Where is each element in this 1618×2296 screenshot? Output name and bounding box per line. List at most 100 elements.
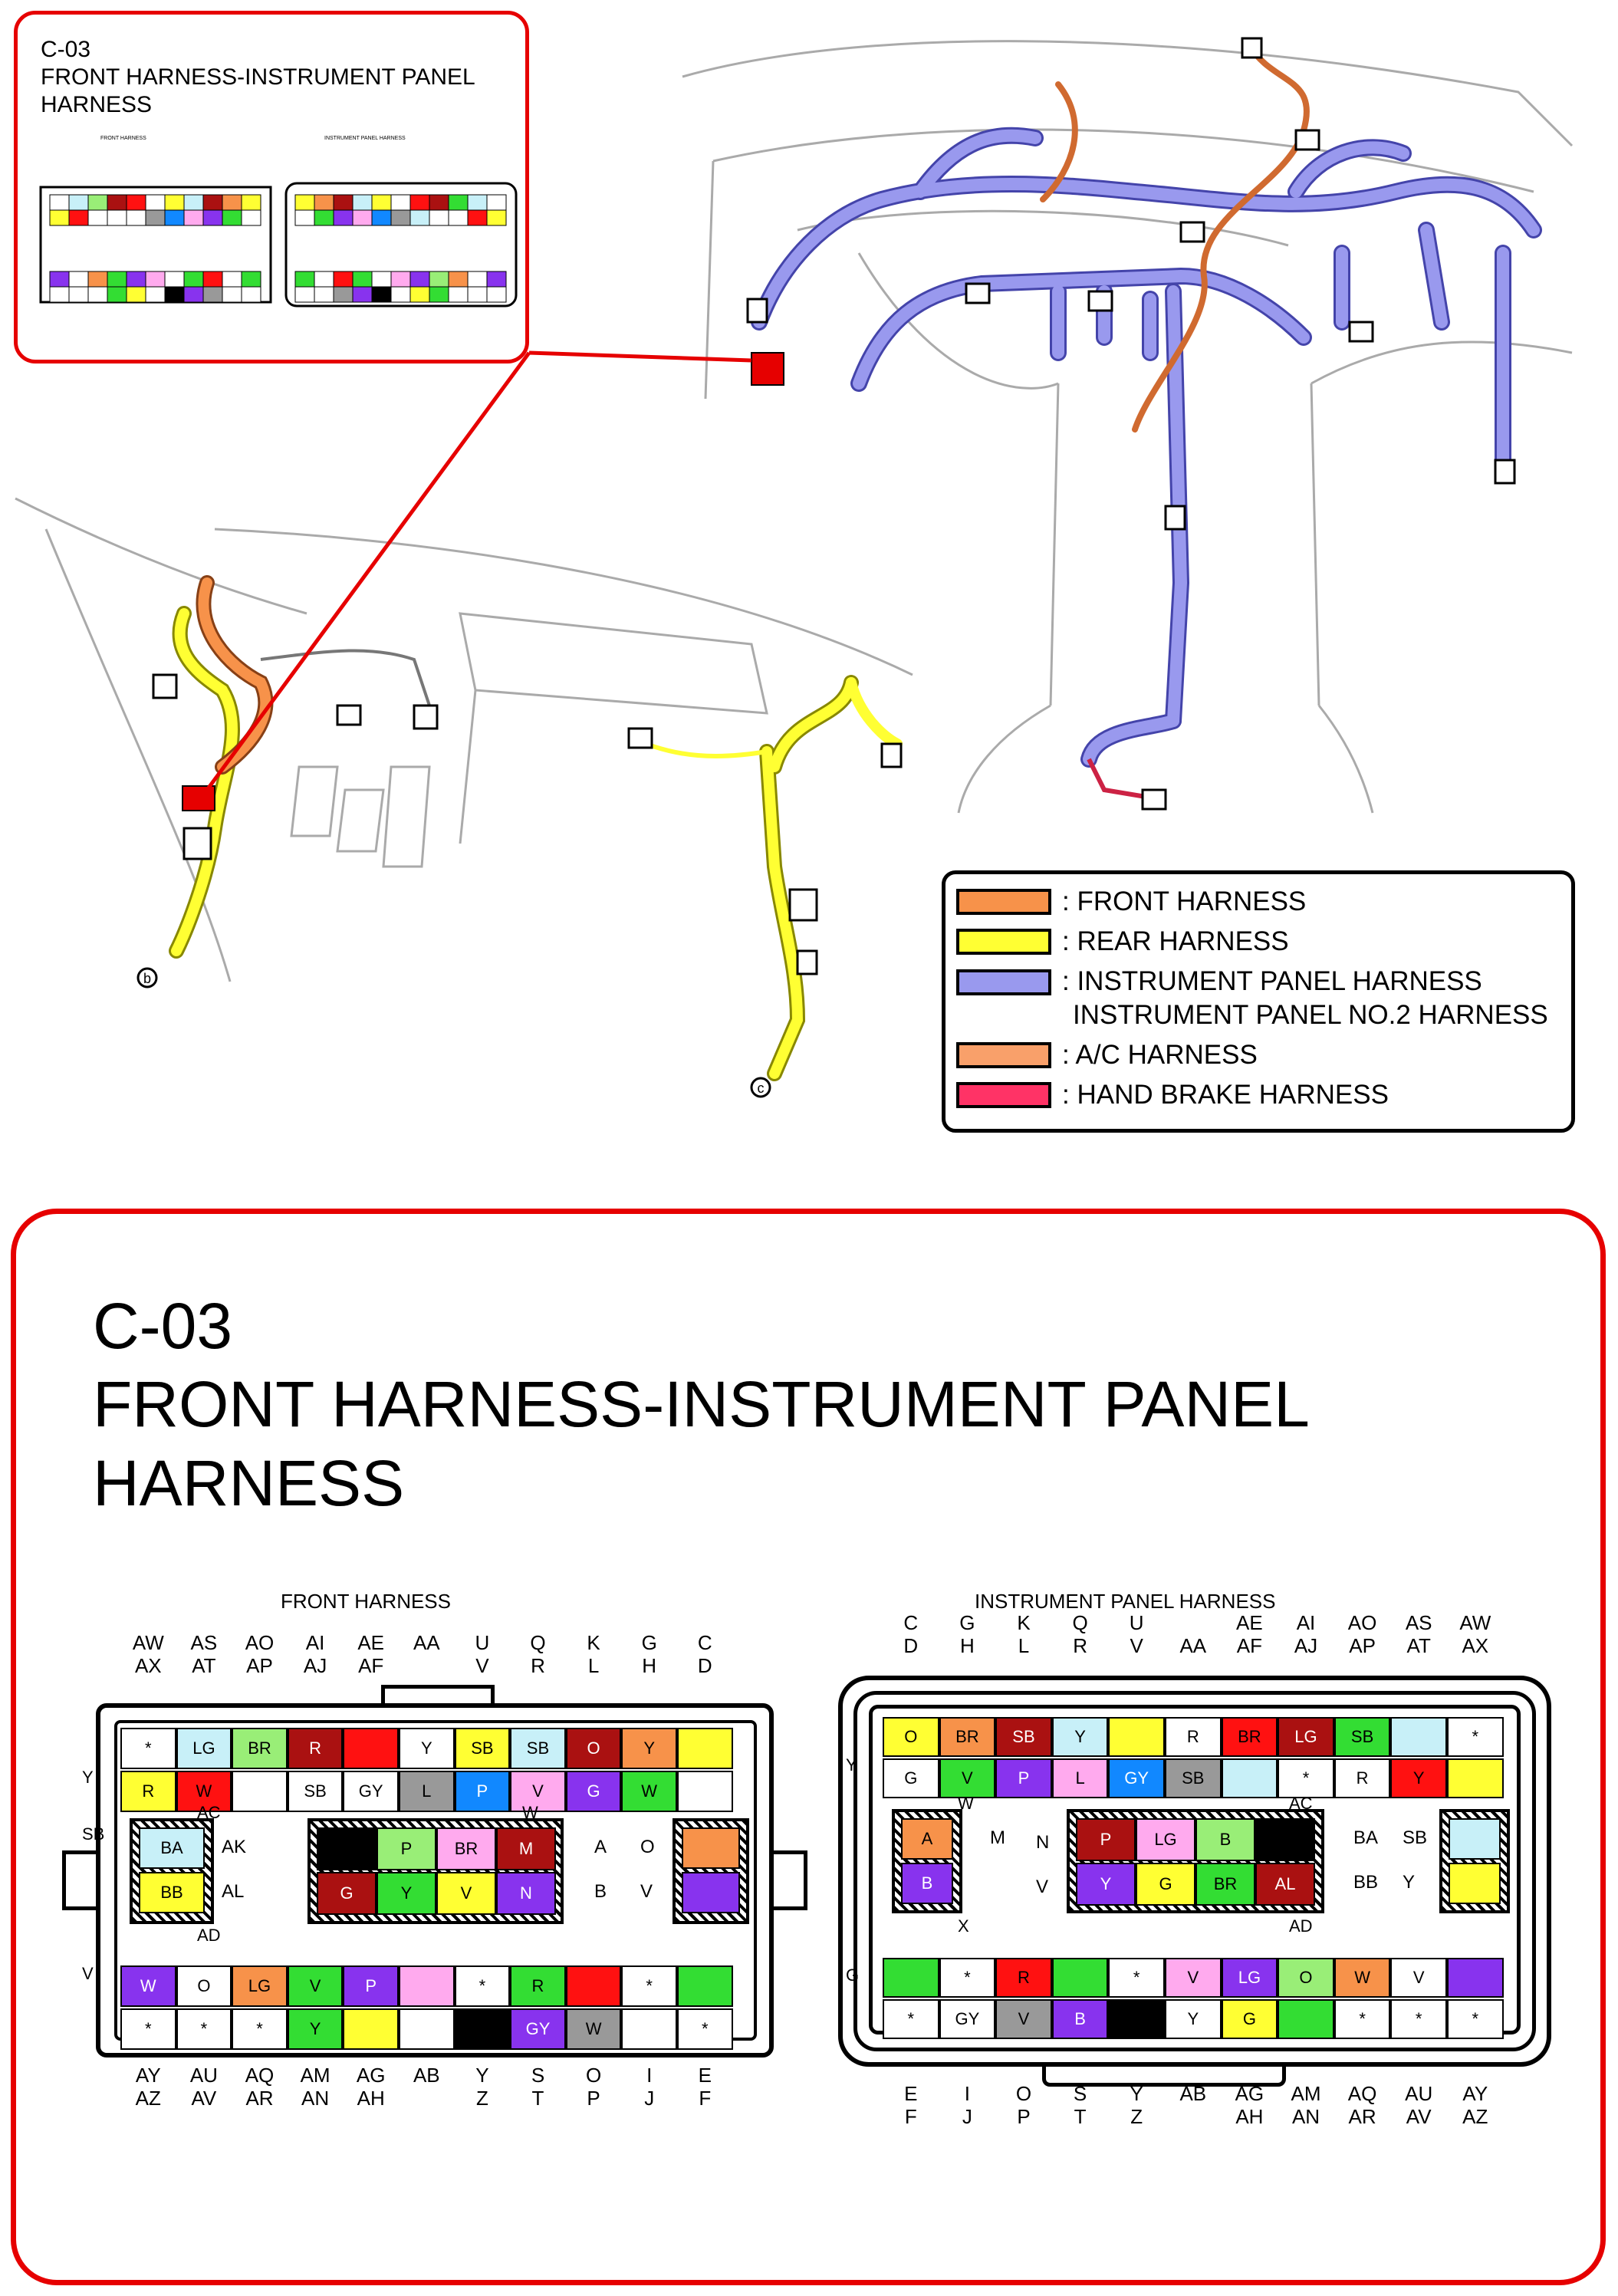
ip-top-label-line: L xyxy=(1018,1634,1030,1658)
callout-c-circle xyxy=(750,1077,771,1098)
inset-pin-thumb xyxy=(145,194,166,211)
inset-pin-thumb xyxy=(202,271,223,288)
front-bottom-label-line xyxy=(407,2087,446,2110)
ip-side-label-ac: AC xyxy=(1289,1794,1313,1813)
front-bottom-label-line: AG xyxy=(356,2064,386,2087)
front-top-label: AA xyxy=(407,1631,446,1678)
inset-pin-thumb xyxy=(314,194,334,211)
ip-pin: Y xyxy=(1051,1717,1109,1757)
inset-pin-thumb xyxy=(145,271,166,288)
ip-pin xyxy=(1051,1958,1109,1998)
inset-pin-thumb xyxy=(371,209,392,226)
front-bottom-label-line: AR xyxy=(245,2087,274,2110)
inset-pin-thumb xyxy=(145,286,166,303)
inset-pin-thumb xyxy=(429,209,449,226)
ip-top-label-line: AS xyxy=(1405,1611,1432,1634)
inset-pin-thumb xyxy=(145,209,166,226)
inset-title-line-1: C-03 xyxy=(41,37,91,62)
front-pin: SB xyxy=(287,1771,344,1812)
front-pin: W xyxy=(176,1771,232,1812)
inset-pin-thumb xyxy=(467,209,488,226)
front-pin: O xyxy=(565,1728,622,1769)
front-top-label-line: V xyxy=(475,1654,489,1678)
ip-pin: V xyxy=(1390,1958,1447,1998)
ip-top-label-line: AX xyxy=(1462,1634,1489,1658)
front-top-label-line: L xyxy=(587,1654,600,1678)
c03-connector-front xyxy=(182,785,215,811)
ip-pin: L xyxy=(1051,1758,1109,1798)
legend-item-ac: : A/C HARNESS xyxy=(956,1038,1258,1072)
ip-side-label-g: G xyxy=(846,1965,860,1985)
ip-pin: V xyxy=(1165,1958,1222,1998)
inset-pin-thumb xyxy=(241,194,261,211)
ip-top-label-line: AT xyxy=(1406,1634,1431,1658)
front-top-label-line xyxy=(407,1654,446,1677)
ip-top-label-line: Q xyxy=(1072,1611,1088,1634)
inset-pin-thumb xyxy=(183,209,204,226)
legend-item-rear: : REAR HARNESS xyxy=(956,925,1289,959)
front-mid-right-label: A xyxy=(594,1837,607,1857)
main-title-line-3: HARNESS xyxy=(93,1446,405,1519)
inset-pin-thumb xyxy=(68,194,89,211)
floor-outline xyxy=(15,497,913,982)
front-mid-pin: V xyxy=(436,1872,496,1915)
legend-label-front: : FRONT HARNESS xyxy=(1062,886,1307,917)
inset-pin-thumb xyxy=(314,209,334,226)
hand-brake-harness xyxy=(1087,758,1151,800)
front-pin: W xyxy=(565,2008,622,2050)
front-pin xyxy=(565,1965,622,2007)
ip-pin: * xyxy=(883,1999,939,2039)
ip-mid-pin: Y xyxy=(1076,1863,1136,1906)
ip-pin: GY xyxy=(1108,1758,1165,1798)
legend-label-ip-line2: INSTRUMENT PANEL NO.2 HARNESS xyxy=(1073,999,1548,1030)
inset-pin-thumb xyxy=(448,209,469,226)
front-top-label-line: AW xyxy=(132,1631,164,1654)
front-mid-pin: P xyxy=(377,1827,436,1870)
inset-pin-thumb xyxy=(467,194,488,211)
ip-bottom-label-line: J xyxy=(962,2105,972,2129)
ip-pin: LG xyxy=(1278,1717,1334,1757)
ip-pin: * xyxy=(1278,1758,1334,1798)
front-mid-left-pin: BB xyxy=(139,1872,205,1913)
ip-pin: * xyxy=(1334,1999,1391,2039)
inset-pin-thumb xyxy=(126,209,146,226)
legend-item-instrument-panel: : INSTRUMENT PANEL HARNESS INSTRUMENT PA… xyxy=(956,965,1548,1038)
front-pin: * xyxy=(120,2008,176,2050)
ip-bottom-label-line: AB xyxy=(1179,2082,1207,2105)
ip-pin: W xyxy=(1334,1958,1391,1998)
ip-harness-outline xyxy=(751,127,1542,768)
inset-pin-thumb xyxy=(486,271,507,288)
inset-pin-thumb xyxy=(164,271,185,288)
ip-pin xyxy=(1108,1999,1165,2039)
inset-ip-caption: INSTRUMENT PANEL HARNESS xyxy=(324,136,406,141)
front-pin: * xyxy=(677,2008,733,2050)
inset-pin-thumb xyxy=(68,271,89,288)
inset-pin-thumb xyxy=(183,286,204,303)
front-pin: V xyxy=(510,1771,566,1812)
ip-pin: * xyxy=(1447,1999,1504,2039)
legend-swatch-instrument-panel xyxy=(956,969,1051,995)
front-pin xyxy=(454,2008,511,2050)
inset-pin-thumb xyxy=(164,194,185,211)
legend-swatch-rear xyxy=(956,929,1051,955)
front-mid-right-pin xyxy=(682,1872,740,1913)
ip-bottom-label-line: AG xyxy=(1235,2082,1264,2105)
ip-top-label-line: K xyxy=(1017,1611,1031,1634)
ip-pin: V xyxy=(939,1758,996,1798)
inset-pin-thumb xyxy=(333,286,354,303)
inset-pin-thumb xyxy=(183,271,204,288)
front-pin: * xyxy=(120,1728,176,1769)
front-pin: GY xyxy=(510,2008,566,2050)
inset-pin-thumb xyxy=(126,271,146,288)
front-top-label-line: AP xyxy=(246,1654,273,1678)
ip-bottom-label-line: E xyxy=(904,2082,918,2105)
